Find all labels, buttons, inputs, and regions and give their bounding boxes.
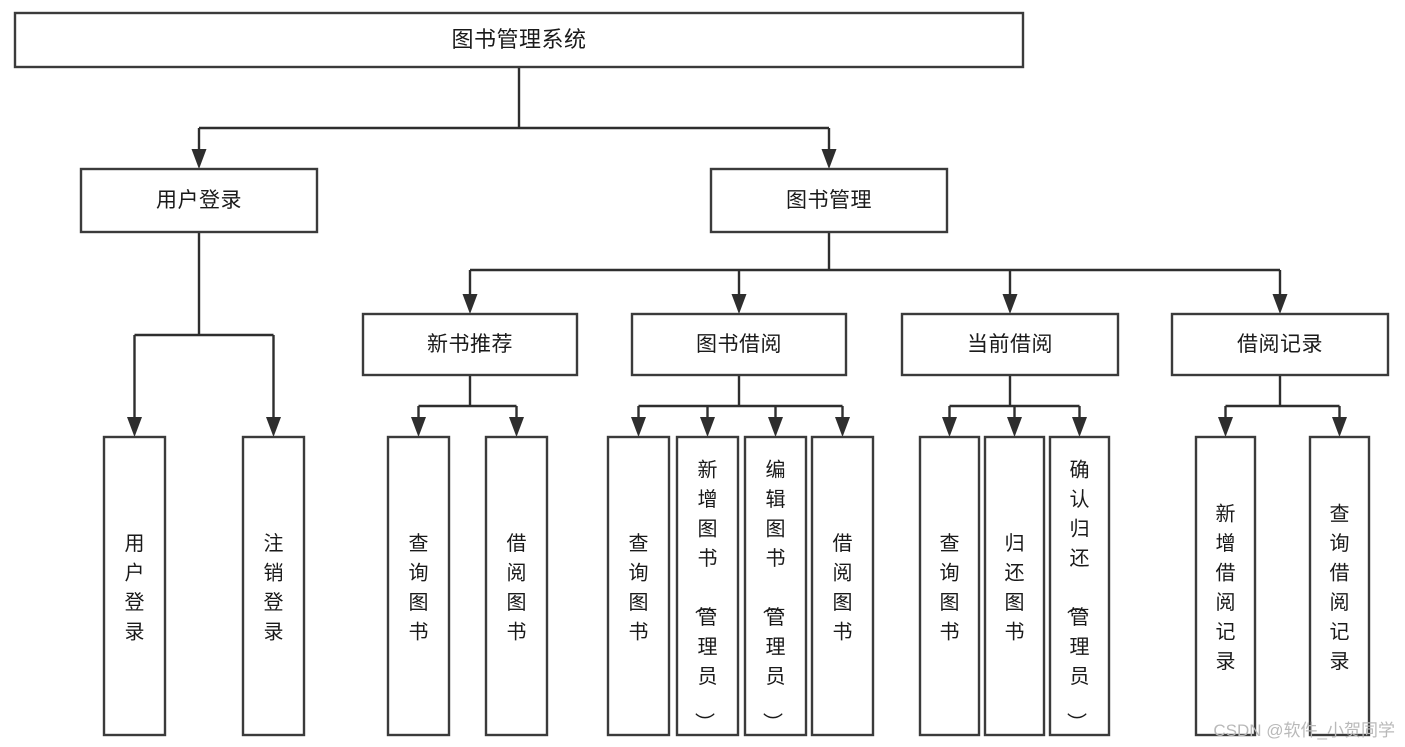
connector-borrow-record: [1218, 375, 1347, 437]
node-label: 查询图书: [629, 532, 649, 644]
node-book-borrow[interactable]: 图书借阅: [630, 312, 848, 377]
node-box: [1048, 435, 1111, 737]
connector-user-login: [127, 232, 281, 437]
node-box: [709, 167, 949, 234]
node-label: 新增借阅记录: [1216, 503, 1236, 674]
node-current-borrow[interactable]: 当前借阅: [900, 312, 1120, 377]
connector-new-book-rec: [411, 375, 524, 437]
node-label: 图书管理系统: [451, 27, 586, 52]
arrowhead-icon: [768, 417, 783, 437]
node-box: [900, 312, 1120, 377]
arrowhead-icon: [462, 294, 478, 314]
node-leaf-query-book-cur[interactable]: 查询图书: [918, 435, 981, 737]
node-label: 新书推荐: [427, 333, 513, 356]
node-label: 用户登录: [156, 189, 242, 212]
node-leaf-logout[interactable]: 注销登录: [241, 435, 306, 737]
arrowhead-icon: [835, 417, 850, 437]
arrowhead-icon: [127, 417, 142, 437]
node-label: 归还图书: [1005, 532, 1025, 644]
node-label: 查询图书: [940, 532, 960, 644]
node-box: [630, 312, 848, 377]
node-box: [484, 435, 549, 737]
node-layer: 图书管理系统用户登录图书管理新书推荐图书借阅当前借阅借阅记录用户登录注销登录查询…: [13, 11, 1390, 737]
node-book-manage[interactable]: 图书管理: [709, 167, 949, 234]
arrowhead-icon: [191, 149, 207, 169]
arrowhead-icon: [731, 294, 747, 314]
node-box: [102, 435, 167, 737]
node-box: [606, 435, 671, 737]
node-leaf-borrow-book[interactable]: 借阅图书: [810, 435, 875, 737]
node-box: [810, 435, 875, 737]
connector-layer: [127, 67, 1347, 437]
arrowhead-icon: [1272, 294, 1288, 314]
node-leaf-query-book-rec[interactable]: 查询图书: [386, 435, 451, 737]
node-leaf-query-record[interactable]: 查询借阅记录: [1308, 435, 1371, 737]
node-new-book-rec[interactable]: 新书推荐: [361, 312, 579, 377]
connector-root: [191, 67, 837, 169]
node-label: 编辑图书（管理员）: [761, 458, 786, 732]
node-label: 确认归还（管理员）: [1065, 458, 1090, 732]
node-label: 借阅记录: [1237, 333, 1323, 356]
node-borrow-record[interactable]: 借阅记录: [1170, 312, 1390, 377]
arrowhead-icon: [1332, 417, 1347, 437]
node-box: [1170, 312, 1390, 377]
node-label: 图书管理: [786, 189, 872, 212]
node-box: [1308, 435, 1371, 737]
node-box: [918, 435, 981, 737]
node-leaf-add-record[interactable]: 新增借阅记录: [1194, 435, 1257, 737]
node-leaf-borrow-book-rec[interactable]: 借阅图书: [484, 435, 549, 737]
arrowhead-icon: [942, 417, 957, 437]
node-label: 当前借阅: [967, 333, 1053, 356]
connector-book-borrow: [631, 375, 850, 437]
node-label: 借阅图书: [507, 532, 527, 644]
node-box: [743, 435, 808, 737]
arrowhead-icon: [1218, 417, 1233, 437]
arrowhead-icon: [411, 417, 426, 437]
node-label: 查询图书: [409, 532, 429, 644]
arrowhead-icon: [700, 417, 715, 437]
node-leaf-user-login[interactable]: 用户登录: [102, 435, 167, 737]
arrowhead-icon: [1072, 417, 1087, 437]
node-label: 新增图书（管理员）: [693, 458, 718, 732]
node-box: [386, 435, 451, 737]
node-box: [361, 312, 579, 377]
node-user-login[interactable]: 用户登录: [79, 167, 319, 234]
node-box: [13, 11, 1025, 69]
node-box: [241, 435, 306, 737]
node-box: [1194, 435, 1257, 737]
node-leaf-add-book[interactable]: 新增图书（管理员）: [675, 435, 740, 737]
arrowhead-icon: [509, 417, 524, 437]
node-label: 查询借阅记录: [1330, 503, 1350, 674]
arrowhead-icon: [1007, 417, 1022, 437]
node-label: 借阅图书: [833, 532, 853, 644]
node-leaf-return-book[interactable]: 归还图书: [983, 435, 1046, 737]
arrowhead-icon: [1002, 294, 1018, 314]
connector-current-borrow: [942, 375, 1087, 437]
node-leaf-confirm-return[interactable]: 确认归还（管理员）: [1048, 435, 1111, 737]
connector-book-manage: [462, 232, 1288, 314]
node-label: 注销登录: [264, 532, 284, 644]
arrowhead-icon: [266, 417, 281, 437]
arrowhead-icon: [631, 417, 646, 437]
node-box: [79, 167, 319, 234]
node-root[interactable]: 图书管理系统: [13, 11, 1025, 69]
arrowhead-icon: [821, 149, 837, 169]
node-label: 用户登录: [125, 533, 145, 644]
node-label: 图书借阅: [696, 333, 782, 356]
node-leaf-edit-book[interactable]: 编辑图书（管理员）: [743, 435, 808, 737]
node-box: [675, 435, 740, 737]
node-leaf-query-book-borrow[interactable]: 查询图书: [606, 435, 671, 737]
node-box: [983, 435, 1046, 737]
